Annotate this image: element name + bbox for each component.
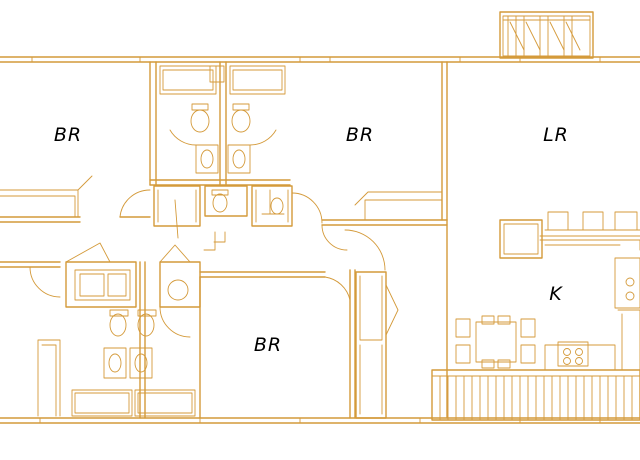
bedroom-3-walls — [199, 269, 356, 419]
entry-closet — [355, 271, 399, 419]
room-label-kitchen: K — [549, 283, 563, 305]
exterior-walls — [0, 56, 640, 424]
upper-bathrooms — [149, 61, 291, 186]
room-label-bedroom-1: BR — [54, 124, 82, 146]
hall-closets — [153, 185, 323, 239]
patio-deck — [431, 369, 640, 421]
hall-corner-marker — [203, 231, 226, 251]
kitchen-fixtures — [499, 211, 640, 371]
bedroom-2-walls — [321, 61, 448, 271]
lower-bathrooms — [0, 242, 201, 419]
dining-table — [455, 315, 536, 369]
balcony — [499, 11, 594, 59]
room-label-bedroom-2: BR — [346, 124, 374, 146]
room-label-living-room: LR — [543, 124, 569, 146]
room-label-bedroom-3: BR — [254, 334, 282, 356]
bedroom-1-walls — [0, 61, 157, 223]
